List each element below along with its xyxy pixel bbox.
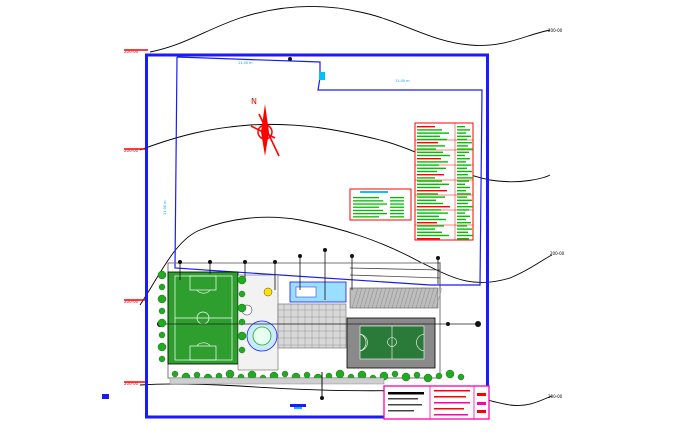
entrance-marker — [290, 404, 306, 409]
contour-line-4 — [139, 383, 553, 407]
basketball-court — [346, 317, 436, 369]
dimension-labels: 11.00 m 11.00 m 11.00 m — [163, 61, 410, 215]
legend-box — [349, 188, 412, 221]
facility-complex — [157, 248, 481, 400]
north-arrow-icon: N — [250, 97, 280, 157]
dimension-label-right: 11.00 m — [395, 79, 410, 83]
legend-rows — [353, 197, 404, 218]
notes-table — [414, 122, 474, 241]
contour-label-left-1: 200-00 — [124, 49, 139, 54]
contour-label-left-3: 200-00 — [124, 299, 139, 304]
football-field — [167, 271, 239, 365]
contour-label-right-1: 200-00 — [548, 28, 563, 33]
title-block — [383, 385, 490, 420]
contour-labels: 200-00 200-00 200-00 200-00 — [124, 49, 139, 386]
contour-line-1 — [149, 6, 551, 53]
notes-table-rows — [417, 126, 473, 240]
svg-text:N: N — [251, 97, 257, 106]
dimension-label-top: 11.00 m — [238, 61, 253, 65]
contour-line-2 — [139, 123, 551, 183]
paving-grid — [277, 303, 347, 349]
scale-marker — [102, 394, 109, 399]
contour-labels-right: 200-00 200-00 200-00 — [548, 28, 565, 399]
contour-label-right-3: 200-00 — [548, 394, 563, 399]
contour-markers — [124, 49, 148, 383]
contour-label-left-4: 200-00 — [124, 381, 139, 386]
dimension-label-left: 11.00 m — [163, 200, 167, 215]
site-boundary — [145, 53, 489, 419]
roof-building — [349, 287, 443, 309]
contour-label-right-2: 200-00 — [550, 251, 565, 256]
pool-building — [289, 281, 347, 303]
contour-line-3 — [139, 216, 553, 306]
parcel-line — [174, 56, 483, 286]
contour-label-left-2: 200-00 — [124, 148, 139, 153]
